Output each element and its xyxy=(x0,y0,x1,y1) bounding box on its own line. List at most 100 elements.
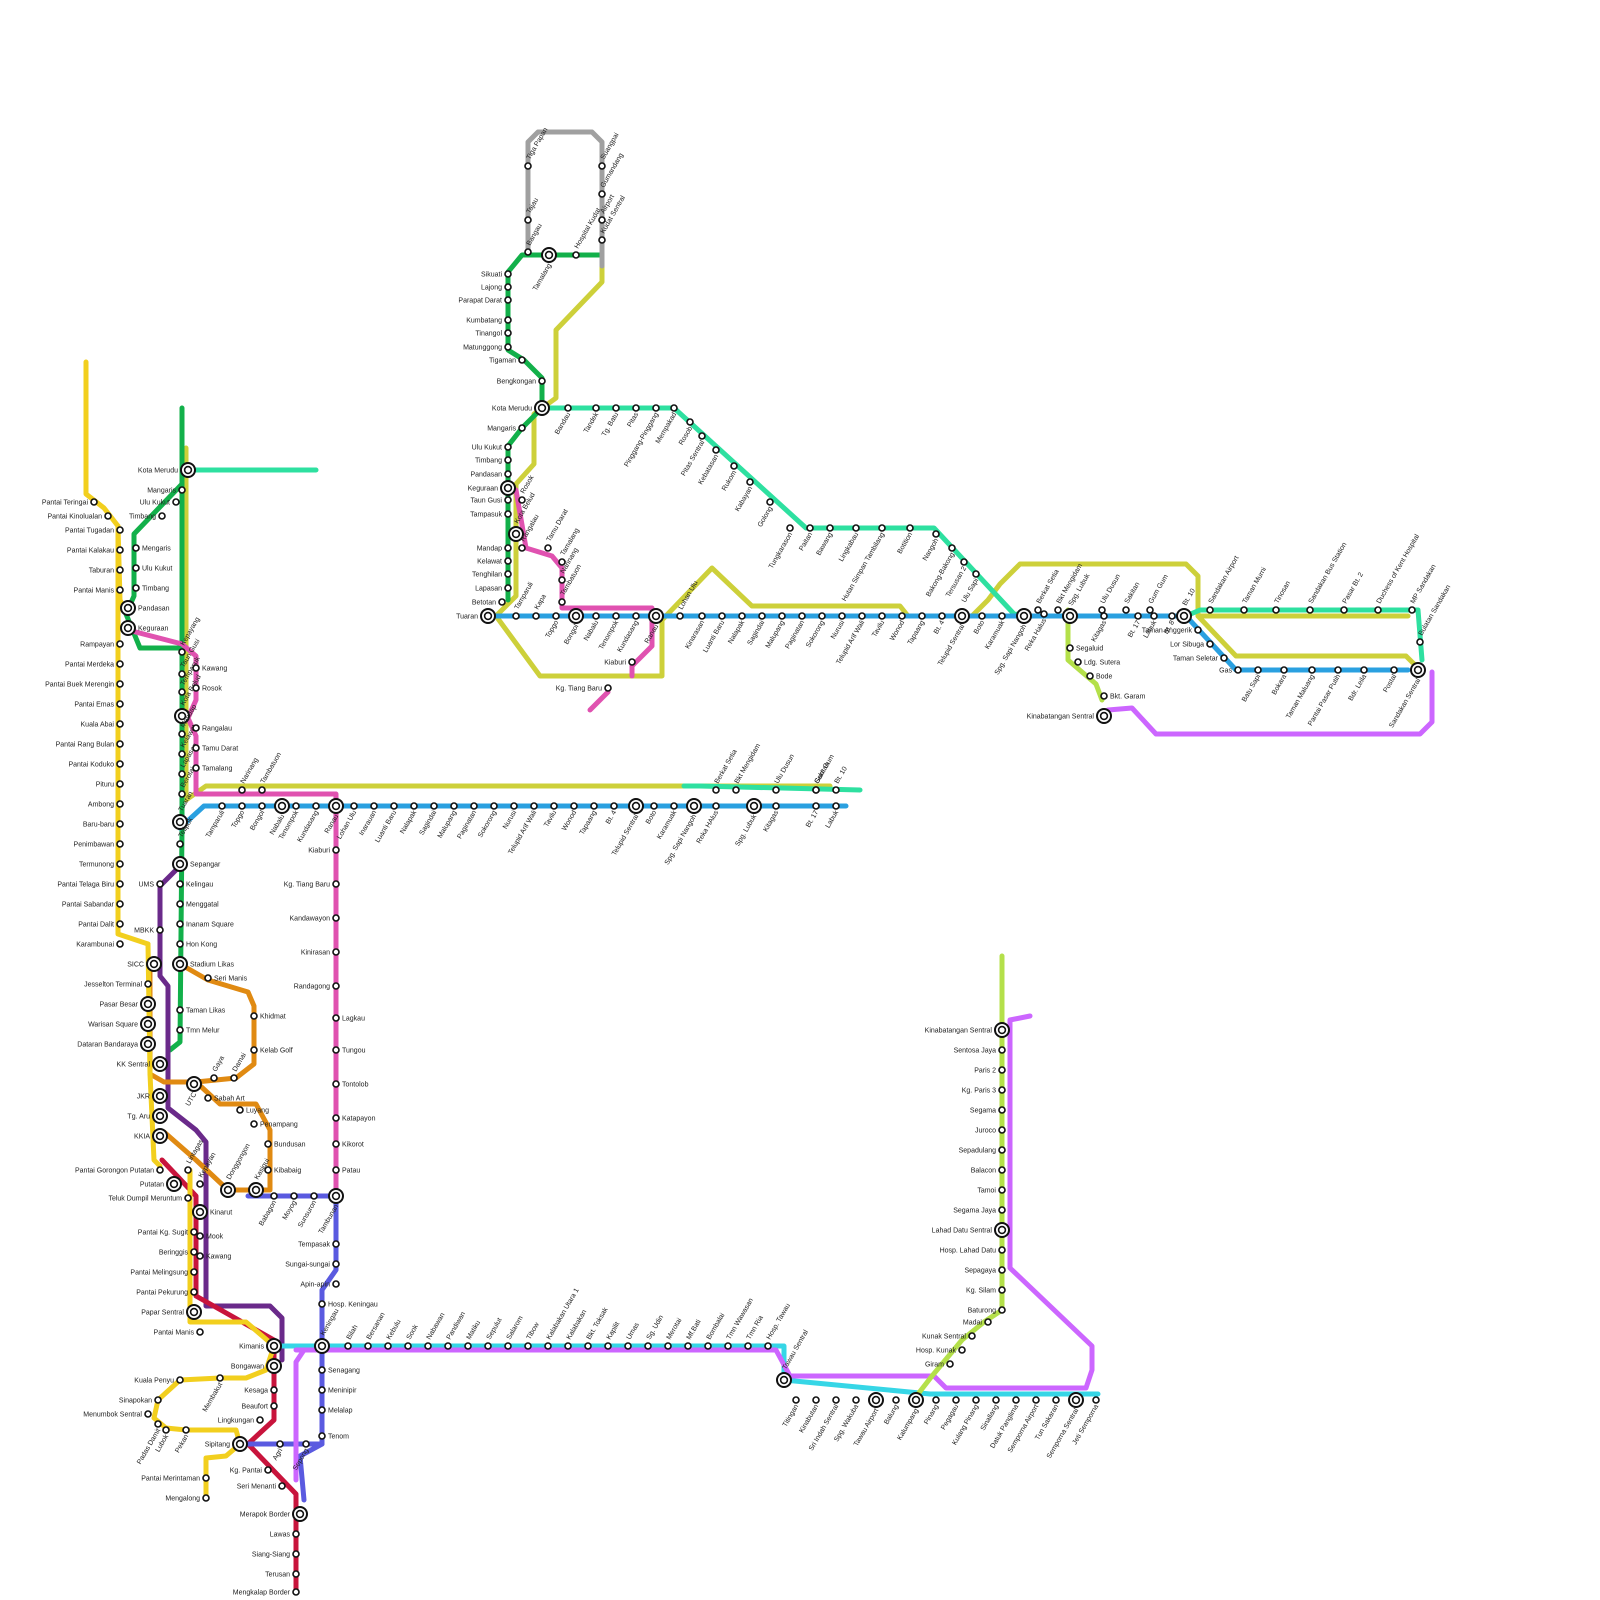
station-luanti-baru[interactable]: Luanti Baru xyxy=(374,803,398,844)
station-penampang[interactable]: Penampang xyxy=(251,1121,298,1129)
station-lawas[interactable]: Lawas xyxy=(270,1531,299,1539)
station-tigaman[interactable]: Tigaman xyxy=(489,357,525,365)
station-kinabatangan-sentral[interactable]: Kinabatangan Sentral xyxy=(925,1023,1009,1037)
station-mengaris[interactable]: Mengaris xyxy=(133,545,171,553)
station-merapok-border[interactable]: Merapok Border xyxy=(240,1507,307,1521)
station-berkat-setia[interactable]: Berkat Setia xyxy=(1035,568,1061,613)
station-lingkungan[interactable]: Lingkungan xyxy=(218,1417,263,1425)
station-kiaburi[interactable]: Kiaburi xyxy=(604,659,635,667)
station-kebatasan[interactable]: Kebatasan xyxy=(697,447,720,486)
station-tg-aru[interactable]: Tg. Aru xyxy=(127,1109,167,1123)
station-mempakad[interactable]: Mempakad xyxy=(655,405,678,445)
station-kinabutan[interactable]: Kinabutan xyxy=(798,1397,820,1434)
station-hosp-tawau[interactable]: Hosp. Tawau xyxy=(765,1302,792,1349)
station-sepangar[interactable]: Sepangar xyxy=(173,857,221,871)
station-ulu-kukut[interactable]: Ulu Kukut xyxy=(472,444,511,452)
station-hospital-kudat[interactable]: Hospital Kudat xyxy=(573,207,603,258)
station-kabayan[interactable]: Kabayan xyxy=(734,479,754,513)
station-putatan[interactable]: Putatan xyxy=(140,1177,181,1191)
station-juroco[interactable]: Juroco xyxy=(975,1127,1005,1135)
station-tenom[interactable]: Tenom xyxy=(319,1433,349,1441)
station-sinapokan[interactable]: Sinapokan xyxy=(119,1397,161,1405)
station-tempasak[interactable]: Tempasak xyxy=(298,1241,339,1249)
station-pantai-melingsung[interactable]: Pantai Melingsung xyxy=(130,1269,197,1277)
station-betotan[interactable]: Betotan xyxy=(472,599,505,607)
station-sicc[interactable]: SICC xyxy=(127,957,161,971)
station-mengalong[interactable]: Mengalong xyxy=(165,1495,209,1503)
station-tun-sakaran[interactable]: Tun Sakaran xyxy=(1034,1397,1060,1441)
station-rosok[interactable]: Rosok xyxy=(193,685,222,693)
station-stadium-likas[interactable]: Stadium Likas xyxy=(173,957,234,971)
station-siang-siang[interactable]: Siang-Siang xyxy=(252,1551,299,1559)
station-meninipir[interactable]: Meninipir xyxy=(319,1387,357,1395)
station-ldg-sutera[interactable]: Ldg. Sutera xyxy=(1075,659,1120,667)
station-taman-maluang[interactable]: Taman Maluang xyxy=(1285,667,1316,720)
station-luyang[interactable]: Luyang xyxy=(237,1107,269,1115)
station-pantai-kinolualan[interactable]: Pantai Kinolualan xyxy=(48,513,112,521)
station-timbang[interactable]: Timbang xyxy=(129,513,165,521)
station-kimanis[interactable]: Kimanis xyxy=(239,1339,281,1353)
station-seri-menanti[interactable]: Seri Menanti xyxy=(237,1483,285,1491)
station-tenghilan[interactable]: Tenghilan xyxy=(472,571,511,579)
station-pandiwan[interactable]: Pandiwan xyxy=(445,1311,467,1349)
station-sinallang[interactable]: Sinallang xyxy=(980,1397,1001,1432)
station-hutan-simpan-tambilang[interactable]: Hutan Simpan Tambilang xyxy=(841,525,886,603)
station-pinggang-pinggang[interactable]: Pinggang-Pinggang xyxy=(623,405,660,468)
station-pantai-koduko[interactable]: Pantai Koduko xyxy=(68,761,123,769)
station-kiaburi[interactable]: Kiaburi xyxy=(308,847,339,855)
station-taman-murni[interactable]: Taman Murni xyxy=(1241,566,1268,613)
station-utc[interactable]: UTC xyxy=(185,1077,201,1107)
station-kota-merudu[interactable]: Kota Merudu xyxy=(138,463,195,477)
station-sepadulang[interactable]: Sepadulang xyxy=(959,1147,1005,1155)
station-kikorot[interactable]: Kikorot xyxy=(333,1141,364,1149)
station-pantai-buek-merengin[interactable]: Pantai Buek Merengin xyxy=(45,681,123,689)
station-tmn-melur[interactable]: Tmn Melur xyxy=(177,1027,220,1035)
station-paginatan[interactable]: Paginatan xyxy=(784,613,806,650)
station-tampasuk[interactable]: Tampasuk xyxy=(470,511,511,519)
station-taman-seletar[interactable]: Taman Seletar xyxy=(1173,655,1227,663)
station-gum-gum[interactable]: Gum Gum xyxy=(1147,573,1170,613)
station-sipitang[interactable]: Sipitang xyxy=(205,1437,247,1451)
station-apin-apin[interactable]: Apin-apin xyxy=(300,1281,339,1289)
station-pinang[interactable]: Pinang xyxy=(923,1397,940,1426)
station-parapat-darat[interactable]: Parapat Darat xyxy=(458,297,511,305)
station-sakitan[interactable]: Sakitan xyxy=(1123,581,1141,613)
station-paginatan[interactable]: Paginatan xyxy=(456,803,478,840)
station-katapayon[interactable]: Katapayon xyxy=(333,1115,376,1123)
station-mangaris[interactable]: Mangaris xyxy=(147,487,185,495)
station-timbang[interactable]: Timbang xyxy=(133,585,169,593)
station-kg-paris-3[interactable]: Kg. Paris 3 xyxy=(962,1087,1005,1095)
station-giram[interactable]: Giram xyxy=(925,1361,953,1369)
station-sabah-art[interactable]: Sabah Art xyxy=(205,1095,245,1103)
station-balung[interactable]: Balung xyxy=(883,1397,900,1426)
station-tamoi[interactable]: Tamoi xyxy=(977,1187,1005,1195)
station-kundasang[interactable]: Kundasang xyxy=(296,803,320,844)
station-taun-gusi[interactable]: Taun Gusi xyxy=(470,497,511,505)
station-tenompok[interactable]: Tenompok xyxy=(598,613,620,651)
station-menumbok-sentral[interactable]: Menumbok Sentral xyxy=(83,1411,151,1419)
station-sandakan-airport[interactable]: Sandakan Airport xyxy=(1207,555,1241,613)
station-sungai-sungai[interactable]: Sungai-sungai xyxy=(285,1261,339,1269)
station-tuaran[interactable]: Tuaran xyxy=(456,609,495,623)
station-bkt-garam[interactable]: Bkt. Garam xyxy=(1101,693,1146,701)
station-pantai-sabandar[interactable]: Pantai Sabandar xyxy=(62,901,123,909)
station-kalabakan[interactable]: Kalabakan xyxy=(565,1309,588,1349)
station-pantai-pekurung[interactable]: Pantai Pekurung xyxy=(136,1289,197,1297)
station-matunggong[interactable]: Matunggong xyxy=(463,344,511,352)
station-senagang[interactable]: Senagang xyxy=(319,1367,360,1375)
station-kinarasan[interactable]: Kinarasan xyxy=(684,613,706,650)
station-kg-tiang-baru[interactable]: Kg. Tiang Baru xyxy=(556,685,611,693)
station-lahad-datu-sentral[interactable]: Lahad Datu Sentral xyxy=(932,1223,1009,1237)
station-mengkalap-border[interactable]: Mengkalap Border xyxy=(233,1589,299,1597)
station-pandasan[interactable]: Pandasan xyxy=(121,601,170,615)
station-kk-sentral[interactable]: KK Sentral xyxy=(117,1057,167,1071)
station-teluk-dumpil-meruntum[interactable]: Teluk Dumpil Meruntum xyxy=(108,1195,191,1203)
station-kalumpang[interactable]: Kalumpang xyxy=(896,1393,923,1442)
station-ulu-kukut[interactable]: Ulu Kukut xyxy=(140,499,179,507)
station-pantai-rang-bulan[interactable]: Pantai Rang Bulan xyxy=(56,741,123,749)
station-bengkongan[interactable]: Bengkongan xyxy=(497,378,545,386)
station-bersanan[interactable]: Bersanan xyxy=(365,1311,387,1349)
station-dataran-bandaraya[interactable]: Dataran Bandaraya xyxy=(77,1037,155,1051)
station-karamuak[interactable]: Karamuak xyxy=(656,803,678,841)
station-sepagaya[interactable]: Sepagaya xyxy=(964,1267,1005,1275)
